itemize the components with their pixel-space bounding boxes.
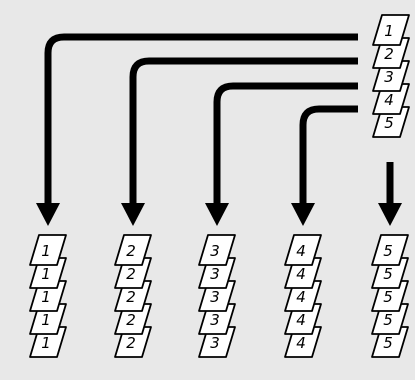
sorted-stack-2-page-number: 2 xyxy=(126,265,136,283)
sorted-stack-2-page-number: 2 xyxy=(126,242,136,260)
sorted-stack-4-page-number: 4 xyxy=(296,311,306,329)
sorted-stack-5-page-number: 5 xyxy=(383,311,393,329)
source-stack: 5 4 3 2 1 xyxy=(372,14,410,138)
source-page-number: 3 xyxy=(384,68,394,86)
sorted-stack-1-page-number: 1 xyxy=(41,242,51,260)
arrow-head xyxy=(378,203,402,226)
sorted-stack-4-page-number: 4 xyxy=(296,265,306,283)
sorted-stack-5-page-number: 5 xyxy=(383,265,393,283)
bent-arrow-icon xyxy=(291,105,358,226)
sorted-stack-1-page-number: 1 xyxy=(41,265,51,283)
sorted-stack-5-page-number: 5 xyxy=(383,334,393,352)
paper-sheet: 1 xyxy=(29,234,67,266)
sorted-stack-4: 4 4 4 4 4 xyxy=(284,234,322,358)
arrow-shaft xyxy=(299,105,358,205)
sheet-outline xyxy=(29,234,67,266)
sorted-stack-3-page-number: 3 xyxy=(210,265,220,283)
arrow-head xyxy=(36,203,60,226)
arrow-head xyxy=(205,203,229,226)
sorted-stacks: 1 1 1 1 1 2 2 2 2 2 3 3 3 3 3 4 4 4 4 4 5 5 5 5 5 xyxy=(29,234,409,358)
bent-arrow-icon xyxy=(205,82,358,226)
sorted-stack-2-page-number: 2 xyxy=(126,311,136,329)
source-page-number: 4 xyxy=(384,91,394,109)
sorted-stack-3-page-number: 3 xyxy=(210,311,220,329)
sorted-stack-1-page-number: 1 xyxy=(41,334,51,352)
sorted-stack-1-page-number: 1 xyxy=(41,311,51,329)
sorted-stack-1: 1 1 1 1 1 xyxy=(29,234,67,358)
source-page-number: 1 xyxy=(384,22,394,40)
sorted-stack-5-page-number: 5 xyxy=(383,242,393,260)
paper-sheet: 2 xyxy=(114,234,152,266)
sheet-outline xyxy=(371,234,409,266)
sorted-stack-5-page-number: 5 xyxy=(383,288,393,306)
sorted-stack-3: 3 3 3 3 3 xyxy=(198,234,236,358)
sheet-outline xyxy=(114,234,152,266)
paper-sheet: 4 xyxy=(284,234,322,266)
arrow-head xyxy=(121,203,145,226)
sorted-stack-3-page-number: 3 xyxy=(210,242,220,260)
down-arrow-icon xyxy=(378,162,402,226)
arrow-shaft xyxy=(129,57,358,205)
sorted-stack-2-page-number: 2 xyxy=(126,288,136,306)
arrow-shaft xyxy=(213,82,358,205)
paper-sheet: 1 xyxy=(372,14,410,46)
arrow-shaft xyxy=(44,33,358,205)
sorted-stack-2-page-number: 2 xyxy=(126,334,136,352)
sorted-stack-5: 5 5 5 5 5 xyxy=(371,234,409,358)
paper-sheet: 3 xyxy=(198,234,236,266)
connector-group xyxy=(36,33,402,226)
sorted-stack-4-page-number: 4 xyxy=(296,288,306,306)
paper-sheet: 5 xyxy=(371,234,409,266)
sorted-stack-1-page-number: 1 xyxy=(41,288,51,306)
sorted-stack-4-page-number: 4 xyxy=(296,334,306,352)
sorted-stack-3-page-number: 3 xyxy=(210,288,220,306)
bent-arrow-icon xyxy=(36,33,358,226)
sorted-stack-3-page-number: 3 xyxy=(210,334,220,352)
bent-arrow-icon xyxy=(121,57,358,226)
source-page-number: 2 xyxy=(384,45,394,63)
sheet-outline xyxy=(284,234,322,266)
sheet-outline xyxy=(198,234,236,266)
sorted-stack-2: 2 2 2 2 2 xyxy=(114,234,152,358)
source-page-number: 5 xyxy=(384,114,394,132)
sorted-stack-4-page-number: 4 xyxy=(296,242,306,260)
sheet-outline xyxy=(372,14,410,46)
arrow-head xyxy=(291,203,315,226)
